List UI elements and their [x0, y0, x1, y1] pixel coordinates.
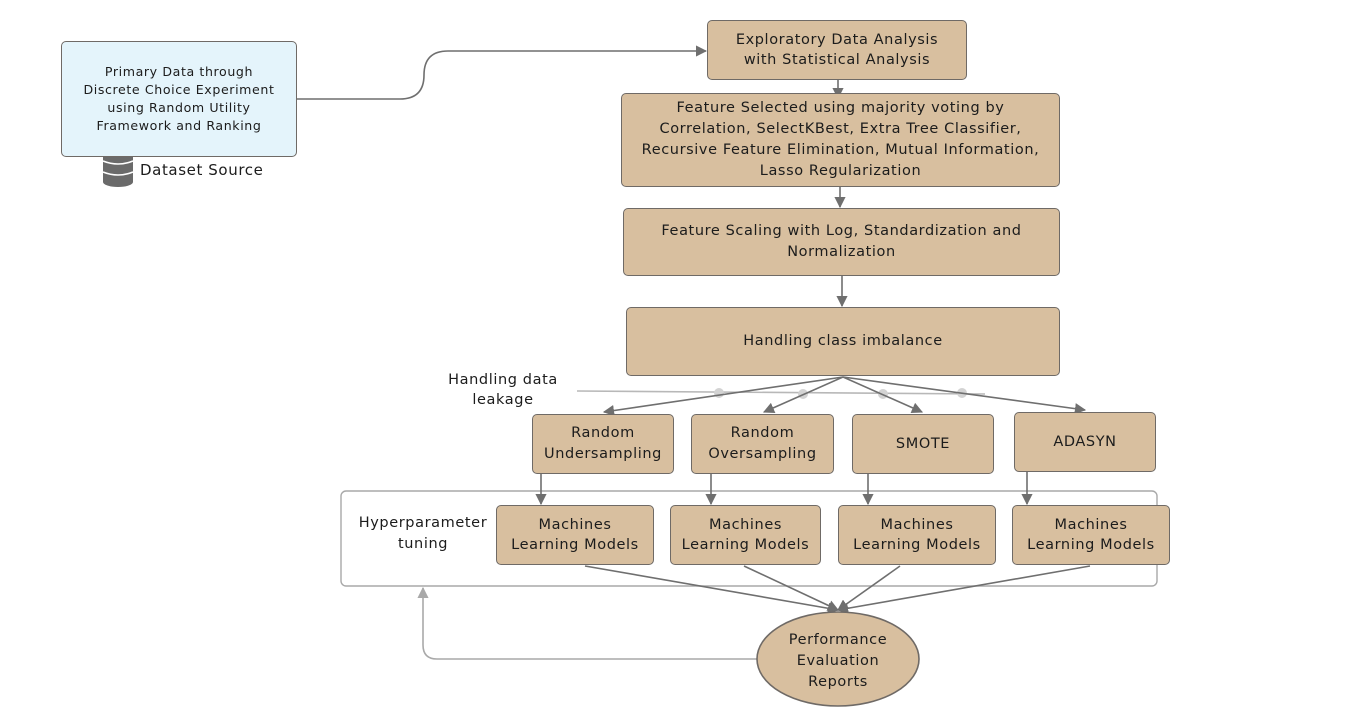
class-imbalance-text: Handling class imbalance — [743, 333, 943, 349]
leakage-line — [576, 390, 986, 395]
arrow-imbalance-to-smote — [842, 376, 924, 414]
dataset-source-caption: Dataset Source — [140, 161, 264, 179]
model-box-1: Machines Learning Models — [496, 505, 654, 565]
sampling-box-adasyn: ADASYN — [1014, 412, 1156, 472]
arrow-imbalance-to-oversampling — [762, 376, 844, 414]
arrow-model-2-to-report — [743, 565, 840, 611]
sampling-label: ADASYN — [1053, 433, 1117, 450]
leakage-node-1 — [714, 388, 724, 398]
sampling-box-undersampling: Random Undersampling — [532, 414, 674, 474]
feature-selection-box: Feature Selected using majority voting b… — [621, 93, 1060, 187]
sampling-box-smote: SMOTE — [852, 414, 994, 474]
eda-box: Exploratory Data Analysis with Statistic… — [707, 20, 967, 80]
sampling-box-oversampling: Random Oversampling — [691, 414, 834, 474]
model-box-2: Machines Learning Models — [670, 505, 821, 565]
model-label: Machines Learning Models — [511, 517, 639, 553]
model-box-3: Machines Learning Models — [838, 505, 996, 565]
dataset-source-box: Primary Data through Discrete Choice Exp… — [61, 41, 297, 157]
class-imbalance-box: Handling class imbalance — [626, 307, 1060, 376]
eda-text: Exploratory Data Analysis with Statistic… — [735, 32, 939, 68]
feedback-arrow — [417, 586, 757, 660]
leakage-label: Handling data leakage — [448, 372, 558, 408]
sampling-label: Random Oversampling — [708, 425, 817, 462]
arrow-model-1-to-report — [584, 565, 840, 614]
report-ellipse — [756, 611, 920, 707]
report-text: Performance Evaluation Reports — [788, 632, 888, 690]
tuning-label: Hyperparameter tuning — [358, 515, 488, 552]
arrow-source-to-eda — [297, 45, 708, 100]
arrow-model-3-to-report — [837, 565, 901, 611]
feature-scaling-text: Feature Scaling with Log, Standardizatio… — [661, 223, 1022, 260]
model-box-4: Machines Learning Models — [1012, 505, 1170, 565]
model-label: Machines Learning Models — [853, 517, 981, 553]
dataset-source-text: Primary Data through Discrete Choice Exp… — [83, 64, 275, 133]
arrow-imbalance-to-undersampling — [602, 376, 844, 417]
arrow-imbalance-to-adasyn — [842, 376, 1087, 415]
sampling-label: SMOTE — [895, 435, 951, 452]
sampling-label: Random Undersampling — [544, 425, 662, 462]
feature-scaling-box: Feature Scaling with Log, Standardizatio… — [623, 208, 1060, 276]
arrow-model-4-to-report — [836, 565, 1091, 614]
model-label: Machines Learning Models — [1027, 517, 1155, 553]
model-label: Machines Learning Models — [681, 517, 810, 553]
feature-selection-text: Feature Selected using majority voting b… — [641, 100, 1040, 179]
